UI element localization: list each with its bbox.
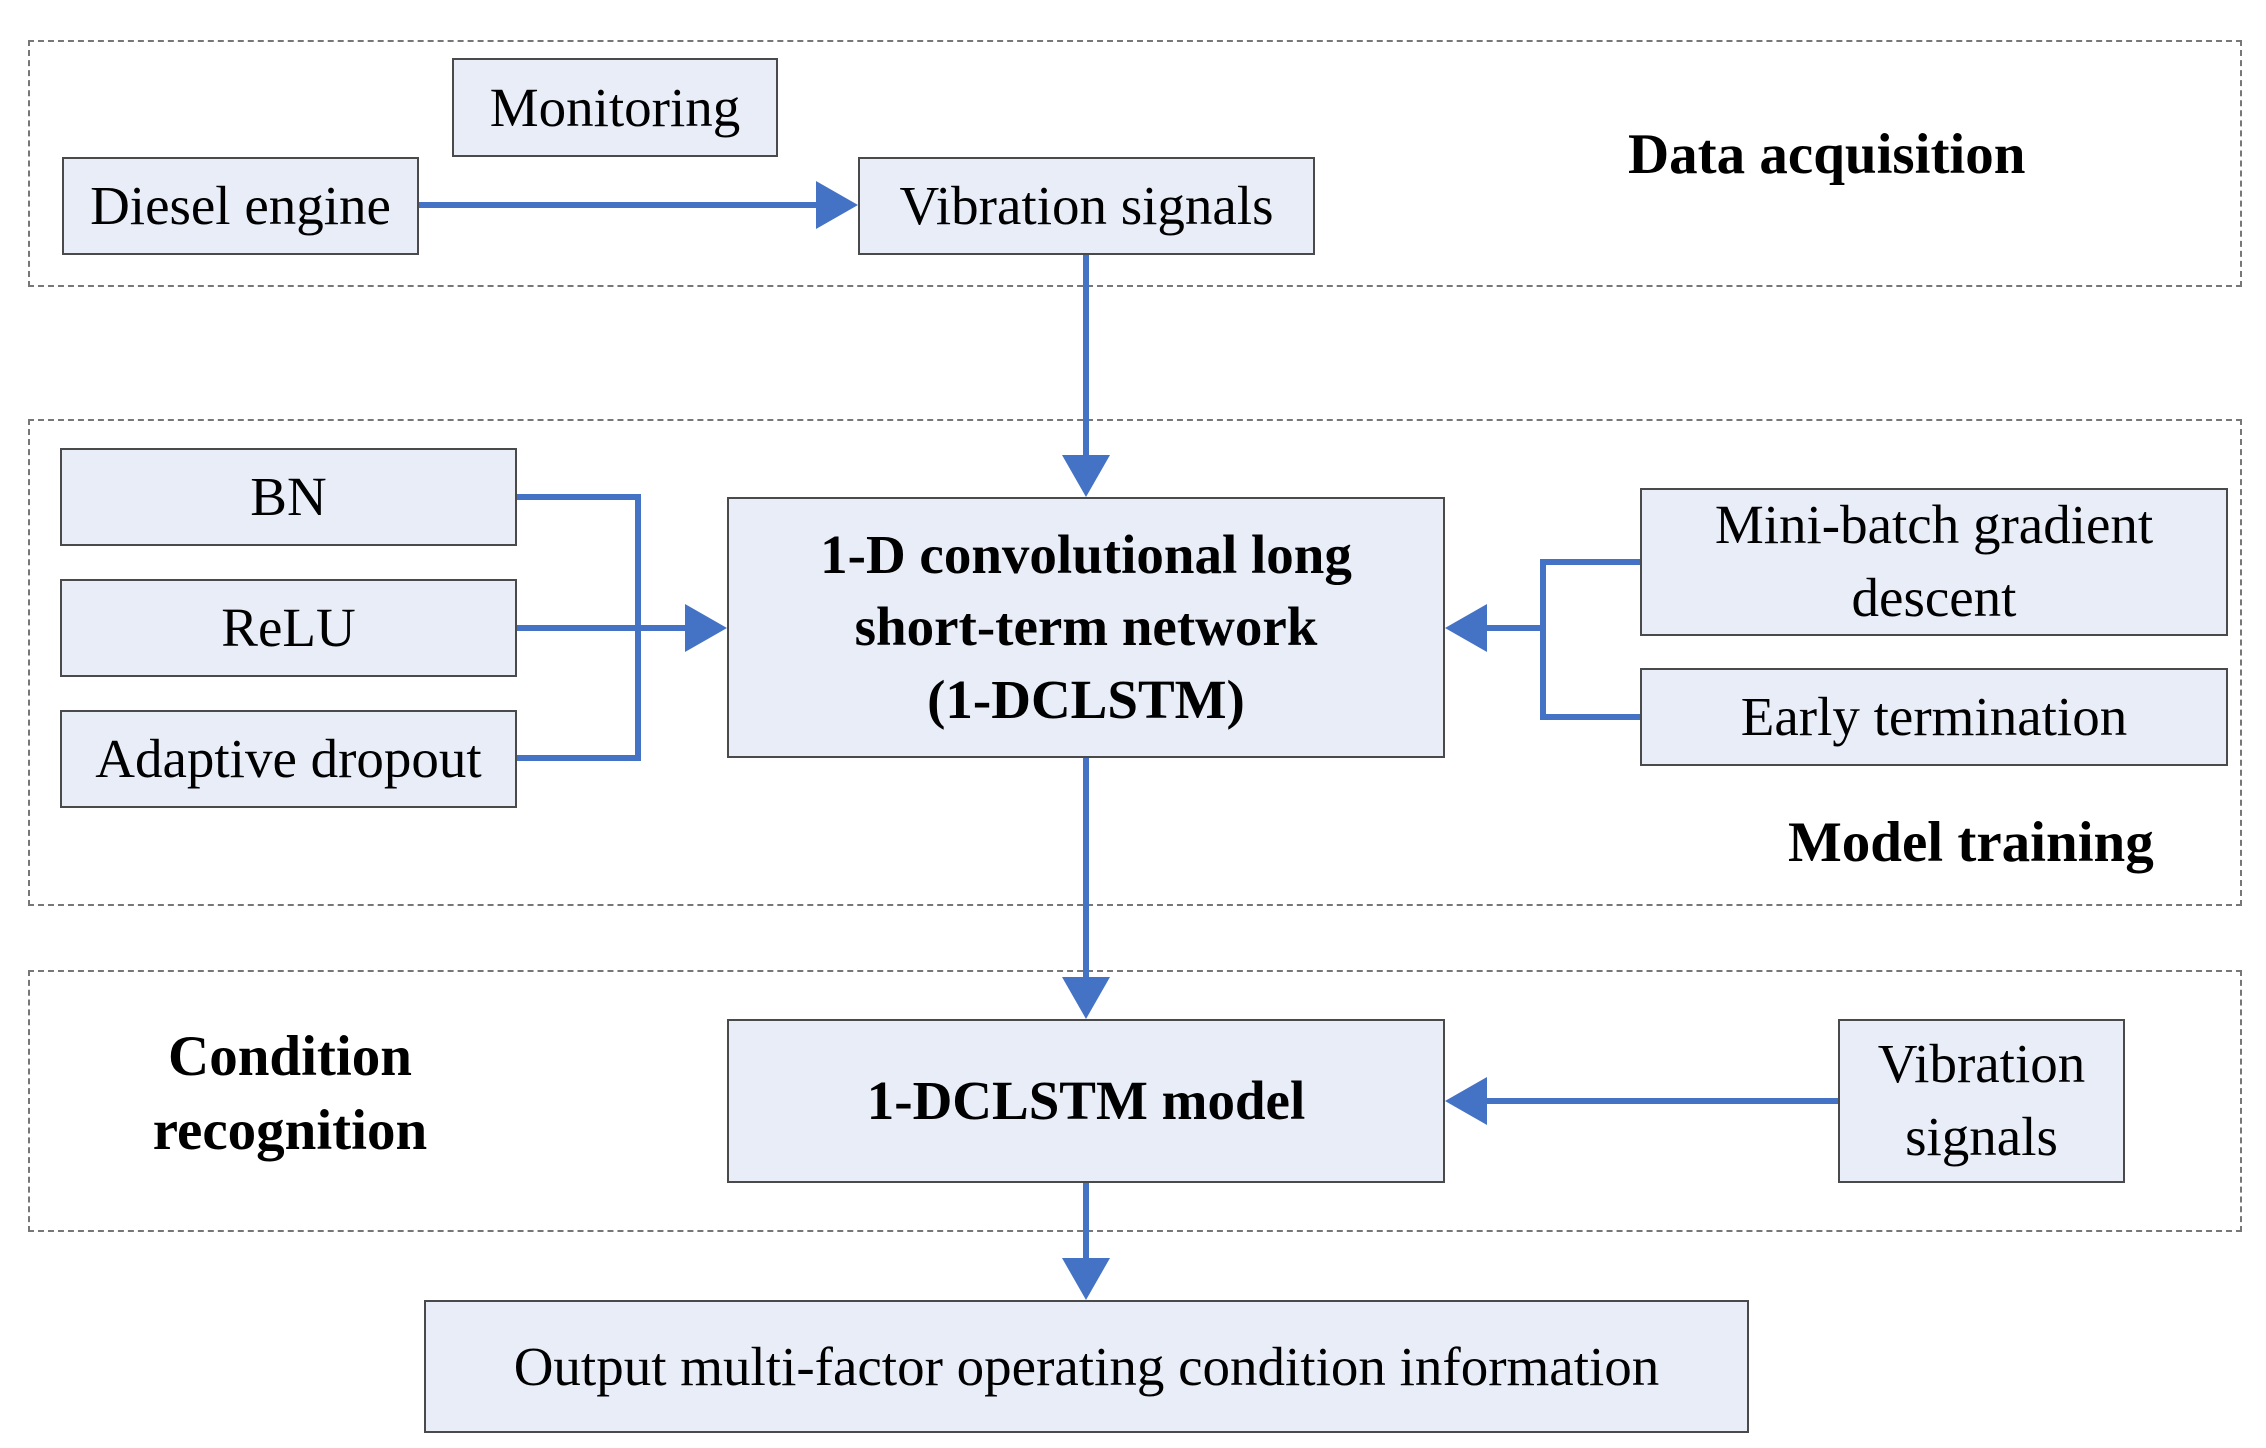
vibration-signals-bottom-box: Vibration signals — [1838, 1019, 2125, 1183]
condition-recognition-label: Condition recognition — [140, 1020, 440, 1168]
condition-recognition-region — [28, 970, 2242, 1232]
monitoring-box: Monitoring — [452, 58, 778, 157]
training-to-network-arrowhead — [1445, 604, 1487, 652]
adaptive-dropout-box: Adaptive dropout — [60, 710, 517, 808]
minibatch-label-line2: descent — [1851, 567, 2017, 628]
model-training-label: Model training — [1788, 811, 2154, 874]
vibration-to-network-arrowhead — [1062, 455, 1110, 497]
network-label-line2: short-term network — [854, 596, 1318, 658]
network-box: 1-D convolutional long short-term networ… — [727, 497, 1445, 758]
vibration-signals-top-box: Vibration signals — [858, 157, 1315, 255]
data-acquisition-region — [28, 40, 2242, 287]
adaptive-dropout-label: Adaptive dropout — [95, 728, 482, 790]
network-to-model-arrowhead — [1062, 977, 1110, 1019]
diesel-engine-box: Diesel engine — [62, 157, 419, 255]
vibration-signals-top-label: Vibration signals — [899, 175, 1274, 237]
output-box: Output multi-factor operating condition … — [424, 1300, 1749, 1433]
condition-recognition-line2: recognition — [152, 1099, 428, 1163]
regularization-to-network-arrowhead — [685, 604, 727, 652]
engine-to-vibration-arrowhead — [816, 181, 858, 229]
model-training-region — [28, 419, 2242, 906]
data-acquisition-label: Data acquisition — [1628, 123, 2026, 186]
minibatch-box: Mini-batch gradient descent — [1640, 488, 2228, 636]
condition-recognition-line1: Condition — [168, 1025, 412, 1088]
minibatch-label-line1: Mini-batch gradient — [1714, 494, 2154, 556]
vibration-signals-bottom-line2: signals — [1905, 1106, 2058, 1167]
monitoring-label: Monitoring — [489, 76, 741, 138]
network-label-line1: 1-D convolutional long — [820, 523, 1352, 585]
signals-to-model-arrowhead — [1445, 1077, 1487, 1125]
model-box: 1-DCLSTM model — [727, 1019, 1445, 1183]
bn-box: BN — [60, 448, 517, 546]
output-label: Output multi-factor operating condition … — [513, 1335, 1660, 1397]
early-termination-box: Early termination — [1640, 668, 2228, 766]
network-label-line3: (1-DCLSTM) — [927, 668, 1245, 730]
model-label: 1-DCLSTM model — [866, 1070, 1306, 1132]
early-termination-label: Early termination — [1740, 686, 2128, 748]
relu-label: ReLU — [221, 597, 356, 659]
diesel-engine-label: Diesel engine — [90, 175, 391, 237]
relu-box: ReLU — [60, 579, 517, 677]
bn-label: BN — [250, 466, 327, 528]
training-connector-line — [1540, 559, 1640, 720]
model-to-output-arrowhead — [1062, 1258, 1110, 1300]
vibration-signals-bottom-line1: Vibration — [1877, 1033, 2086, 1095]
